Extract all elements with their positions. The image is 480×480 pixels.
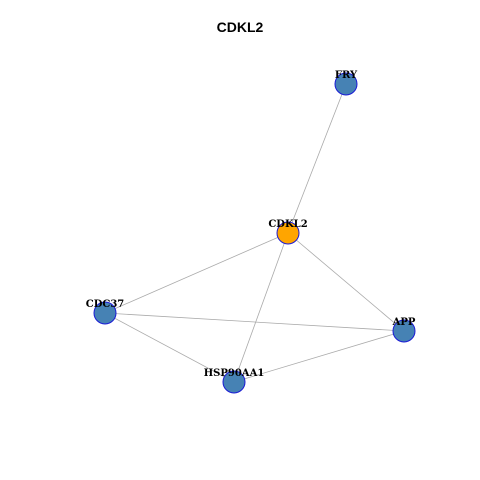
node-cdkl2[interactable] — [276, 221, 300, 245]
node-app[interactable] — [392, 319, 416, 343]
node-label-cdc37: CDC37 — [86, 299, 125, 310]
node-label-app: APP — [392, 317, 416, 328]
node-fry[interactable] — [334, 72, 358, 96]
edge-cdkl2-cdc37 — [104, 232, 289, 314]
edge-cdc37-hsp90aa1 — [104, 312, 235, 383]
node-hsp90aa1[interactable] — [222, 370, 246, 394]
edge-cdkl2-hsp90aa1 — [233, 232, 289, 383]
edge-cdkl2-fry — [287, 83, 347, 234]
node-label-hsp90aa1: HSP90AA1 — [204, 368, 265, 379]
edge-hsp90aa1-app — [233, 330, 405, 383]
node-cdc37[interactable] — [93, 301, 117, 325]
graph-title: CDKL2 — [216, 19, 264, 35]
node-label-cdkl2: CDKL2 — [268, 219, 307, 230]
edge-layer — [104, 83, 405, 383]
edge-cdkl2-app — [287, 232, 405, 332]
node-layer — [93, 72, 416, 394]
node-label-fry: FRY — [335, 70, 358, 81]
edge-cdc37-app — [104, 312, 405, 332]
